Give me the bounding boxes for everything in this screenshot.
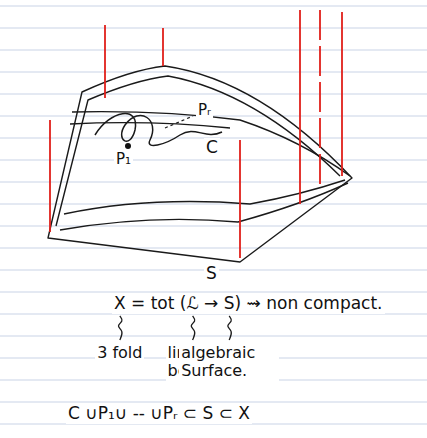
annotation-text: algebraic Surface. [179,344,279,381]
fiber-lines [50,10,342,258]
annotation-text: 3 fold [95,344,144,362]
squiggle-arrow [118,316,122,340]
point-p1 [125,143,131,149]
surface-sheets [48,66,352,262]
surface-label: S [204,264,219,284]
squiggle-arrow [228,316,232,340]
ruled-lines [0,6,427,424]
curve-label: C [204,138,220,158]
inclusion-text: C ∪P₁∪ -- ∪Pᵣ ⊂ S ⊂ X [66,404,252,424]
squiggle-arrow [191,316,195,340]
point-label: Pᵣ [196,102,213,119]
formula-text: X = tot (ℒ → S) ⇝ non compact. [112,294,385,314]
leader-line [165,116,193,128]
point-label: P₁ [114,151,133,168]
